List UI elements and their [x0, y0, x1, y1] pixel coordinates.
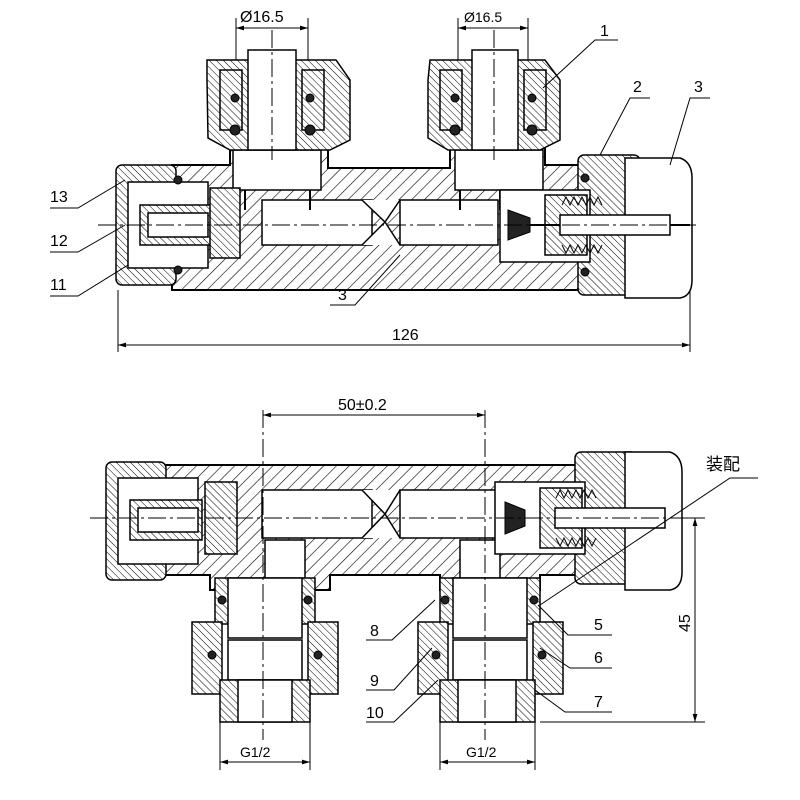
- dim-height: 45: [677, 614, 694, 632]
- bottom-view: 50±0.2 45 G1/2 G1/2 装配 8 9 10 5 6: [90, 397, 758, 770]
- callout-3-top: 3: [694, 79, 703, 96]
- bottom-left-cap: [105, 461, 238, 581]
- dim-spacing: 50±0.2: [338, 397, 387, 414]
- callout-2: 2: [633, 79, 642, 96]
- bottom-callouts: 装配 8 9 10 5 6 7: [366, 455, 758, 723]
- top-bore-right: [399, 199, 499, 246]
- callout-3-body: 3: [338, 287, 347, 304]
- top-bore-left: [261, 199, 373, 246]
- callout-10: 10: [366, 705, 384, 722]
- dim-pipe-dia-right: Ø16.5: [464, 9, 502, 25]
- bottom-fitting-right: [417, 577, 564, 723]
- top-view: Ø16.5 Ø16.5 126 1 2 3 3 13 12 11: [50, 9, 710, 352]
- callout-1: 1: [600, 23, 609, 40]
- top-callouts: 1 2 3 3 13 12 11: [50, 23, 710, 306]
- dim-overall-length: 126: [392, 327, 419, 344]
- top-fitting-left: [206, 49, 351, 151]
- callout-6: 6: [594, 650, 603, 667]
- assembly-label: 装配: [706, 455, 740, 475]
- bottom-fitting-left: [191, 577, 339, 723]
- callout-5: 5: [594, 617, 603, 634]
- dim-pipe-dia-left: Ø16.5: [240, 9, 284, 26]
- dim-thread-left: G1/2: [240, 744, 271, 760]
- callout-13: 13: [50, 189, 68, 206]
- callout-7: 7: [594, 694, 603, 711]
- callout-9: 9: [370, 673, 379, 690]
- callout-8: 8: [370, 623, 379, 640]
- callout-11: 11: [50, 277, 67, 294]
- dim-thread-right: G1/2: [466, 744, 497, 760]
- callout-12: 12: [50, 233, 68, 250]
